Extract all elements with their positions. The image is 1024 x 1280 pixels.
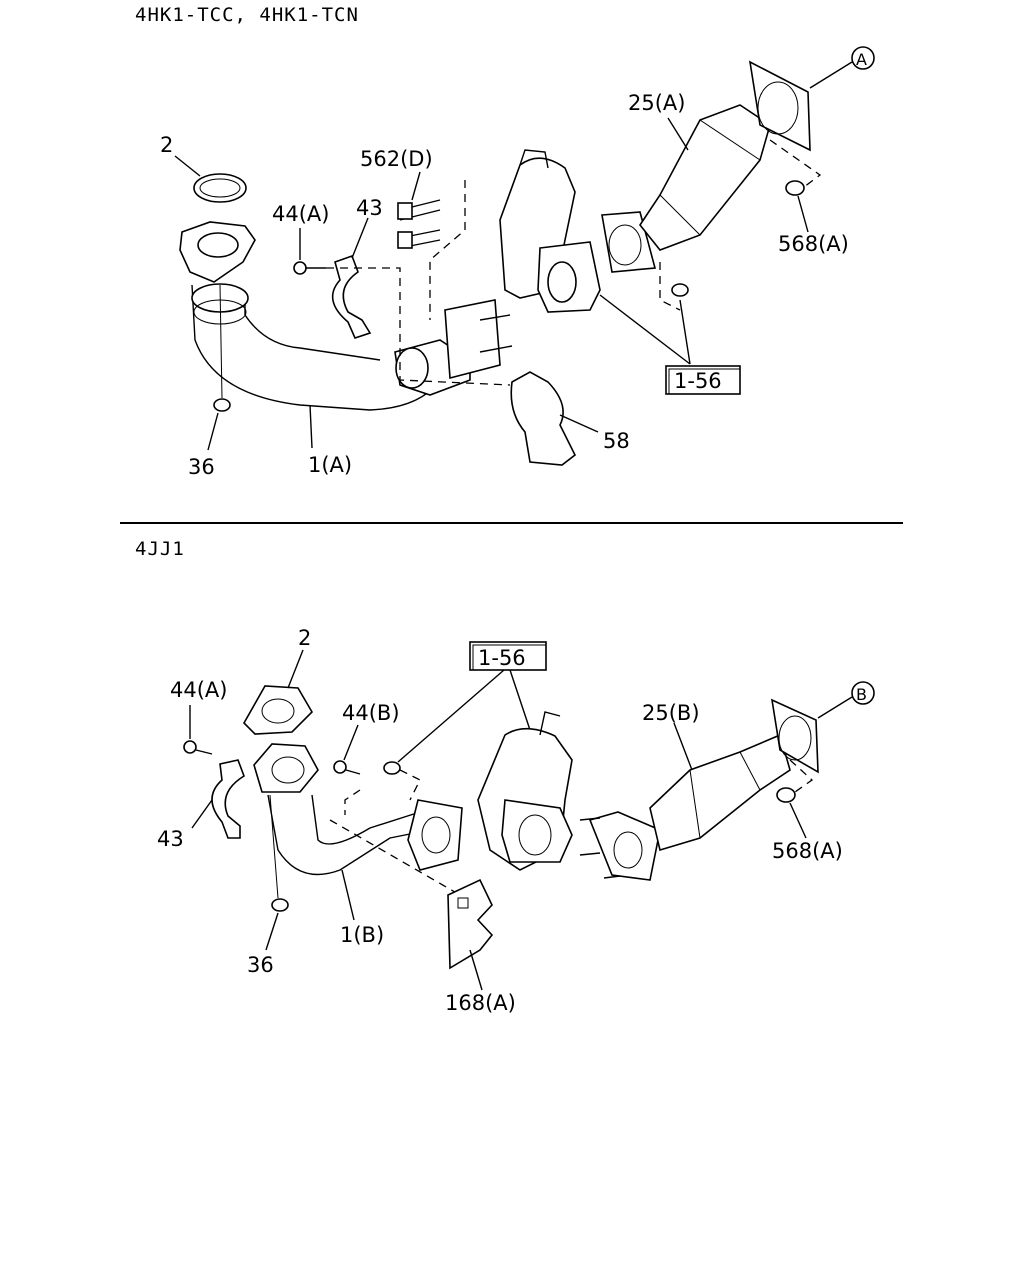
front-pipe-b[interactable] [253, 743, 463, 876]
section-divider [120, 522, 903, 524]
callout-25a: 25(A) [628, 91, 685, 115]
callout-43: 43 [157, 827, 184, 851]
clamp-43[interactable] [331, 254, 372, 339]
nut-36[interactable] [213, 398, 231, 412]
catalytic-converter-b[interactable] [579, 698, 819, 881]
callout-2: 2 [298, 626, 311, 650]
diagram-4jj1: 2 44(A) 44(B) 43 1(B) 36 168(A) 25(B) 56… [157, 626, 875, 1015]
callout-1b: 1(B) [340, 923, 384, 947]
callout-44a: 44(A) [170, 678, 227, 702]
callout-58: 58 [603, 429, 630, 453]
converter-nut-568a[interactable] [785, 180, 805, 196]
catalytic-converter-a[interactable] [601, 60, 811, 273]
bolt-44b[interactable] [333, 760, 361, 775]
diagram-4hk1: 2 44(A) 43 562(D) 1(A) 36 58 25(A) 568(A… [160, 46, 875, 479]
connector-a-label: A [856, 50, 867, 69]
turbo-unit [477, 711, 573, 871]
connector-b-marker[interactable] [851, 681, 875, 705]
callout-1-56: 1-56 [478, 646, 526, 670]
callout-44b: 44(B) [342, 701, 400, 725]
callout-1-56: 1-56 [674, 369, 722, 393]
callout-1a: 1(A) [308, 453, 352, 477]
callout-36: 36 [247, 953, 274, 977]
ref-box-1-56[interactable] [469, 641, 547, 671]
gasket-ring[interactable] [193, 173, 247, 203]
small-nut[interactable] [383, 761, 401, 775]
bolt-44a[interactable] [293, 261, 326, 275]
callout-44a: 44(A) [272, 202, 329, 226]
bolt-44a[interactable] [183, 740, 213, 755]
callout-168a: 168(A) [445, 991, 516, 1015]
callout-25b: 25(B) [642, 701, 700, 725]
callout-43: 43 [356, 196, 383, 220]
small-nut[interactable] [671, 283, 689, 297]
callout-36: 36 [188, 455, 215, 479]
callout-562d: 562(D) [360, 147, 433, 171]
section-title-4hk1: 4HK1-TCC, 4HK1-TCN [135, 4, 359, 26]
nut-36[interactable] [271, 898, 289, 912]
section-title-4jj1: 4JJ1 [135, 538, 185, 560]
stud-562d[interactable] [397, 199, 441, 249]
turbo-unit [499, 149, 601, 313]
converter-nut-568a[interactable] [776, 787, 796, 803]
callout-568a: 568(A) [772, 839, 843, 863]
ref-box-1-56[interactable] [665, 365, 741, 395]
callout-2: 2 [160, 133, 173, 157]
bracket-58[interactable] [510, 371, 577, 466]
clamp-43[interactable] [211, 759, 245, 839]
callout-568a: 568(A) [778, 232, 849, 256]
connector-a-marker[interactable] [851, 46, 875, 70]
bracket-168a[interactable] [447, 878, 494, 970]
gasket-plate[interactable] [243, 685, 314, 735]
connector-b-label: B [856, 685, 867, 704]
